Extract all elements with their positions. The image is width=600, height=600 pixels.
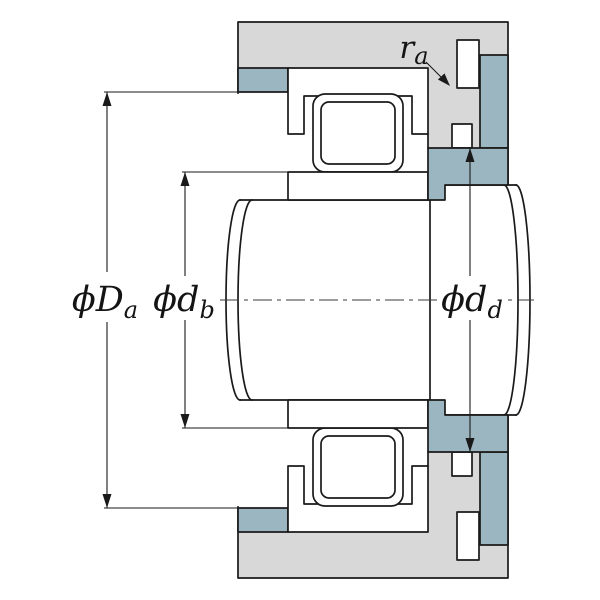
roller-cage <box>320 435 396 499</box>
dim-db-arrow-bottom <box>180 414 190 428</box>
label-db-bg <box>150 276 220 320</box>
inner-ring <box>287 399 429 429</box>
roller <box>312 427 404 507</box>
outer-ring <box>287 67 429 135</box>
seal-strip <box>479 451 509 546</box>
label-Da-bg <box>66 272 146 322</box>
label-phi-db: ϕdb <box>153 280 215 324</box>
dim-dd-arrow-top <box>465 148 475 162</box>
seal-strip <box>479 54 509 149</box>
housing-spacer <box>237 507 289 533</box>
abutment-collar <box>427 399 509 453</box>
dim-dd-arrow-bottom <box>465 438 475 452</box>
bearing-assembly-bottom <box>237 399 509 561</box>
dim-Da-arrow-bottom <box>102 494 112 508</box>
label-phi-dd: ϕdd <box>441 280 503 324</box>
dim-Da-arrow-top <box>102 92 112 106</box>
label-dd-bg <box>437 276 507 320</box>
dim-db-arrow-top <box>180 172 190 186</box>
labyrinth-notch <box>451 451 473 477</box>
abutment-collar <box>427 147 509 201</box>
bearing-assembly-top <box>237 39 509 201</box>
ra-leader-arrow <box>437 73 450 86</box>
label-phi-Da: ϕDa <box>72 280 138 324</box>
roller <box>312 93 404 173</box>
housing-spacer <box>237 67 289 93</box>
outer-ring <box>287 465 429 533</box>
label-ra: ra <box>399 30 428 70</box>
inner-ring <box>287 171 429 201</box>
cover-slot <box>456 511 480 561</box>
labyrinth-notch <box>451 123 473 149</box>
cover-slot <box>456 39 480 89</box>
ra-leader-line <box>425 61 443 79</box>
dimensions: ϕDa ϕdb ϕdd ra <box>66 30 507 509</box>
roller-cage <box>320 101 396 165</box>
